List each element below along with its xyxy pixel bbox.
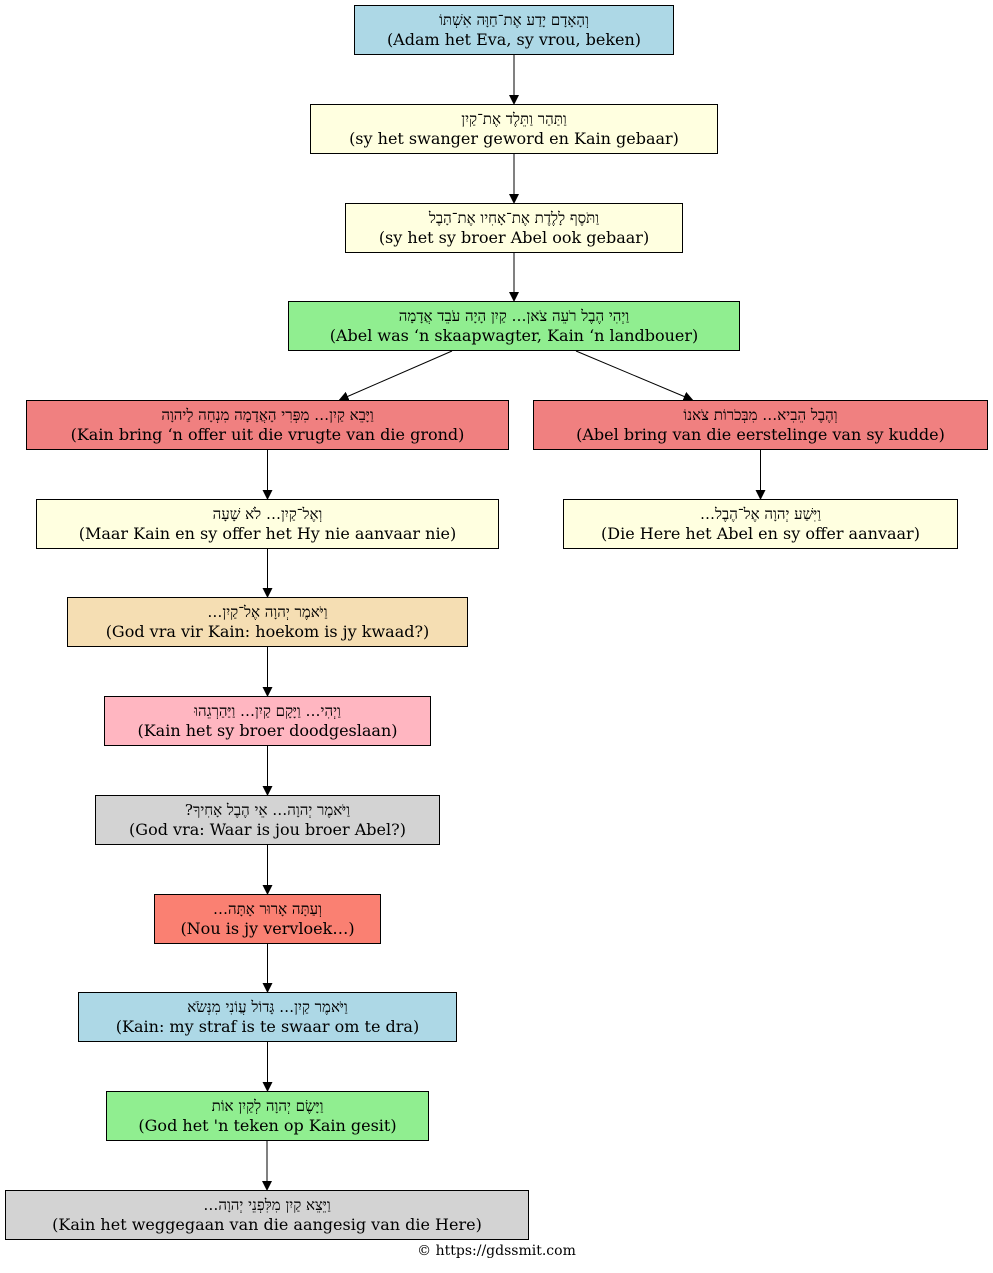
node-translation-text: (God vra: Waar is jou broer Abel?) xyxy=(129,820,406,839)
node-hebrew-text: וַיֹּאמֶר יְהוָה אֶל־קַיִן… xyxy=(207,603,328,621)
node-hebrew-text: וְאֶל־קַיִן… לֹא שָׁעָה xyxy=(212,505,323,523)
flow-node: וְאֶל־קַיִן… לֹא שָׁעָה(Maar Kain en sy … xyxy=(36,499,499,549)
copyright-footer: © https://gdssmit.com xyxy=(417,1243,576,1259)
node-hebrew-text: וַיֹּאמֶר יְהוָה… אֵי הֶבֶל אָחִיךָ? xyxy=(184,801,351,819)
node-translation-text: (Kain het weggegaan van die aangesig van… xyxy=(52,1215,482,1234)
flow-node: וַיָּשֶׂם יְהוָה לְקַיִן אוֹת(God het 'n… xyxy=(106,1091,429,1141)
flow-node: וַיְהִי… וַיָּקָם קַיִן… וַיַּהַרְגֵהוּ(… xyxy=(104,696,431,746)
node-translation-text: (Kain: my straf is te swaar om te dra) xyxy=(115,1017,420,1036)
node-hebrew-text: וַיֹּאמֶר קַיִן… גָּדוֹל עֲוֹנִי מִנְּשֹ… xyxy=(187,998,348,1016)
flow-arrow xyxy=(338,350,453,401)
node-hebrew-text: וְעַתָּה אָרוּר אָתָּה… xyxy=(213,900,322,918)
flow-arrow xyxy=(575,350,694,402)
node-translation-text: (Adam het Eva, sy vrou, beken) xyxy=(386,30,642,49)
flow-node: וַיָּבֵא קַיִן… מִפְּרִי הָאֲדָמָה מִנְח… xyxy=(26,400,509,450)
flow-node: וְהֶבֶל הֵבִיא… מִבְּכֹרוֹת צֹאנוֹ(Abel … xyxy=(533,400,988,450)
node-translation-text: (Kain bring ‘n offer uit die vrugte van … xyxy=(70,425,465,444)
flow-node: וַיֹּאמֶר יְהוָה אֶל־קַיִן…(God vra vir … xyxy=(67,597,468,647)
node-translation-text: (God vra vir Kain: hoekom is jy kwaad?) xyxy=(105,622,430,641)
flow-node: וַיְהִי הֶבֶל רֹעֵה צֹאן… קַיִן הָיָה עֹ… xyxy=(288,301,740,351)
flow-node: וַיֹּאמֶר קַיִן… גָּדוֹל עֲוֹנִי מִנְּשֹ… xyxy=(78,992,457,1042)
node-hebrew-text: וַתֹּסֶף לָלֶדֶת אֶת־אָחִיו אֶת־הָבֶל xyxy=(428,209,600,227)
node-hebrew-text: וַיָּבֵא קַיִן… מִפְּרִי הָאֲדָמָה מִנְח… xyxy=(161,406,374,424)
node-translation-text: (Maar Kain en sy offer het Hy nie aanvaa… xyxy=(78,524,457,543)
node-translation-text: (sy het swanger geword en Kain gebaar) xyxy=(349,129,679,148)
node-hebrew-text: וַיְהִי הֶבֶל רֹעֵה צֹאן… קַיִן הָיָה עֹ… xyxy=(398,307,630,325)
flow-node: וְהָאָדָם יָדַע אֶת־חַוָּה אִשְׁתּוֹ(Ada… xyxy=(354,5,674,55)
node-hebrew-text: וַיְהִי… וַיָּקָם קַיִן… וַיַּהַרְגֵהוּ xyxy=(194,702,341,720)
node-hebrew-text: וַיִּשַׁע יְהוָה אֶל־הֶבֶל… xyxy=(699,505,822,523)
flow-node: וְעַתָּה אָרוּר אָתָּה…(Nou is jy vervlo… xyxy=(154,894,381,944)
node-translation-text: (Nou is jy vervloek…) xyxy=(180,919,355,938)
node-hebrew-text: וַיָּשֶׂם יְהוָה לְקַיִן אוֹת xyxy=(211,1097,324,1115)
node-translation-text: (sy het sy broer Abel ook gebaar) xyxy=(378,228,650,247)
flow-node: וַיֵּצֵא קַיִן מִלִּפְנֵי יְהוָה…(Kain h… xyxy=(5,1190,529,1240)
flow-node: וַיִּשַׁע יְהוָה אֶל־הֶבֶל…(Die Here het… xyxy=(563,499,958,549)
node-translation-text: (God het 'n teken op Kain gesit) xyxy=(138,1116,397,1135)
node-hebrew-text: וַיֵּצֵא קַיִן מִלִּפְנֵי יְהוָה… xyxy=(203,1196,331,1214)
flow-node: וַתַּהַר וַתֵּלֶד אֶת־קַיִן(sy het swang… xyxy=(310,104,718,154)
node-translation-text: (Kain het sy broer doodgeslaan) xyxy=(137,721,398,740)
node-hebrew-text: וְהָאָדָם יָדַע אֶת־חַוָּה אִשְׁתּוֹ xyxy=(439,11,589,29)
flow-node: וַתֹּסֶף לָלֶדֶת אֶת־אָחִיו אֶת־הָבֶל(sy… xyxy=(345,203,683,253)
flow-node: וַיֹּאמֶר יְהוָה… אֵי הֶבֶל אָחִיךָ?(God… xyxy=(95,795,440,845)
node-hebrew-text: וַתַּהַר וַתֵּלֶד אֶת־קַיִן xyxy=(461,110,567,128)
node-translation-text: (Die Here het Abel en sy offer aanvaar) xyxy=(601,524,920,543)
node-hebrew-text: וְהֶבֶל הֵבִיא… מִבְּכֹרוֹת צֹאנוֹ xyxy=(683,406,838,424)
node-translation-text: (Abel was ‘n skaapwagter, Kain ‘n landbo… xyxy=(329,326,699,345)
node-translation-text: (Abel bring van die eerstelinge van sy k… xyxy=(576,425,945,444)
